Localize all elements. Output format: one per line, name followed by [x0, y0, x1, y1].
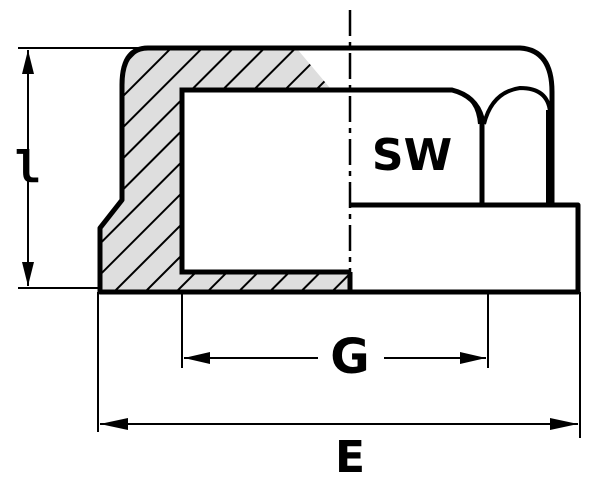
e-arrow-left — [100, 418, 128, 430]
overall-label: E — [335, 432, 365, 483]
hatched-section — [100, 48, 350, 292]
height-arrow-top — [22, 50, 34, 74]
height-label: l — [15, 142, 42, 193]
thread-label: G — [330, 329, 369, 385]
hex-arc-left — [457, 90, 482, 125]
g-arrow-left — [184, 352, 210, 364]
hex-arc-right — [482, 85, 552, 125]
g-arrow-right — [460, 352, 486, 364]
wrench-size-label: SW — [372, 130, 452, 181]
height-arrow-bottom — [22, 262, 34, 286]
e-arrow-right — [550, 418, 578, 430]
outer-outline — [97, 45, 581, 295]
inner-bore — [179, 87, 350, 275]
hatch-gap — [298, 50, 350, 88]
